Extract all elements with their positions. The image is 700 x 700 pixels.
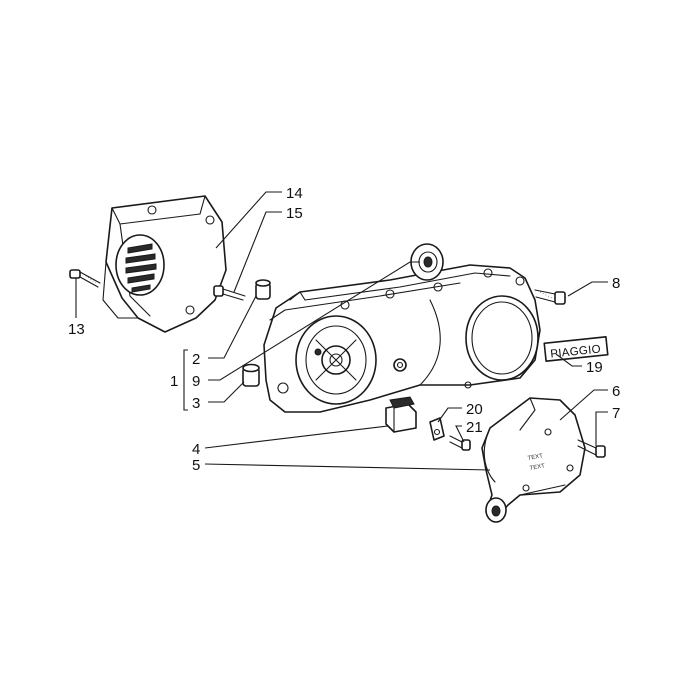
callout-1: 1 <box>170 373 178 390</box>
callout-numbers: 14 15 13 2 1 9 3 4 5 8 19 6 7 20 21 <box>68 185 620 474</box>
callout-5: 5 <box>192 457 200 474</box>
callout-21: 21 <box>466 419 483 436</box>
callout-2: 2 <box>192 351 200 368</box>
brand-label: PIAGGIO <box>550 343 602 360</box>
callout-8: 8 <box>612 275 620 292</box>
screw-8 <box>534 289 566 305</box>
svg-text:TEXT: TEXT <box>527 453 543 462</box>
callout-19: 19 <box>586 359 603 376</box>
cooling-shroud <box>102 195 227 333</box>
callout-6: 6 <box>612 383 620 400</box>
screw-15 <box>213 285 246 301</box>
spacer-3 <box>242 363 260 387</box>
rubber-block-4 <box>385 396 417 433</box>
screw-21 <box>449 435 471 451</box>
brand-plate: PIAGGIO <box>543 336 609 362</box>
callout-14: 14 <box>286 185 303 202</box>
air-duct-cover: TEXT TEXT <box>481 397 586 523</box>
callout-20: 20 <box>466 401 483 418</box>
transmission-cover <box>263 264 541 413</box>
clip-20 <box>429 417 445 441</box>
leader-lines <box>75 191 608 471</box>
svg-text:TEXT: TEXT <box>529 463 545 472</box>
callout-15: 15 <box>286 205 303 222</box>
callout-7: 7 <box>612 405 620 422</box>
callout-4: 4 <box>192 441 200 458</box>
callout-9: 9 <box>192 373 200 390</box>
callout-3: 3 <box>192 395 200 412</box>
spacer-2 <box>255 279 271 300</box>
screw-7 <box>577 439 606 458</box>
callout-13: 13 <box>68 321 85 338</box>
screw-13 <box>69 269 101 288</box>
